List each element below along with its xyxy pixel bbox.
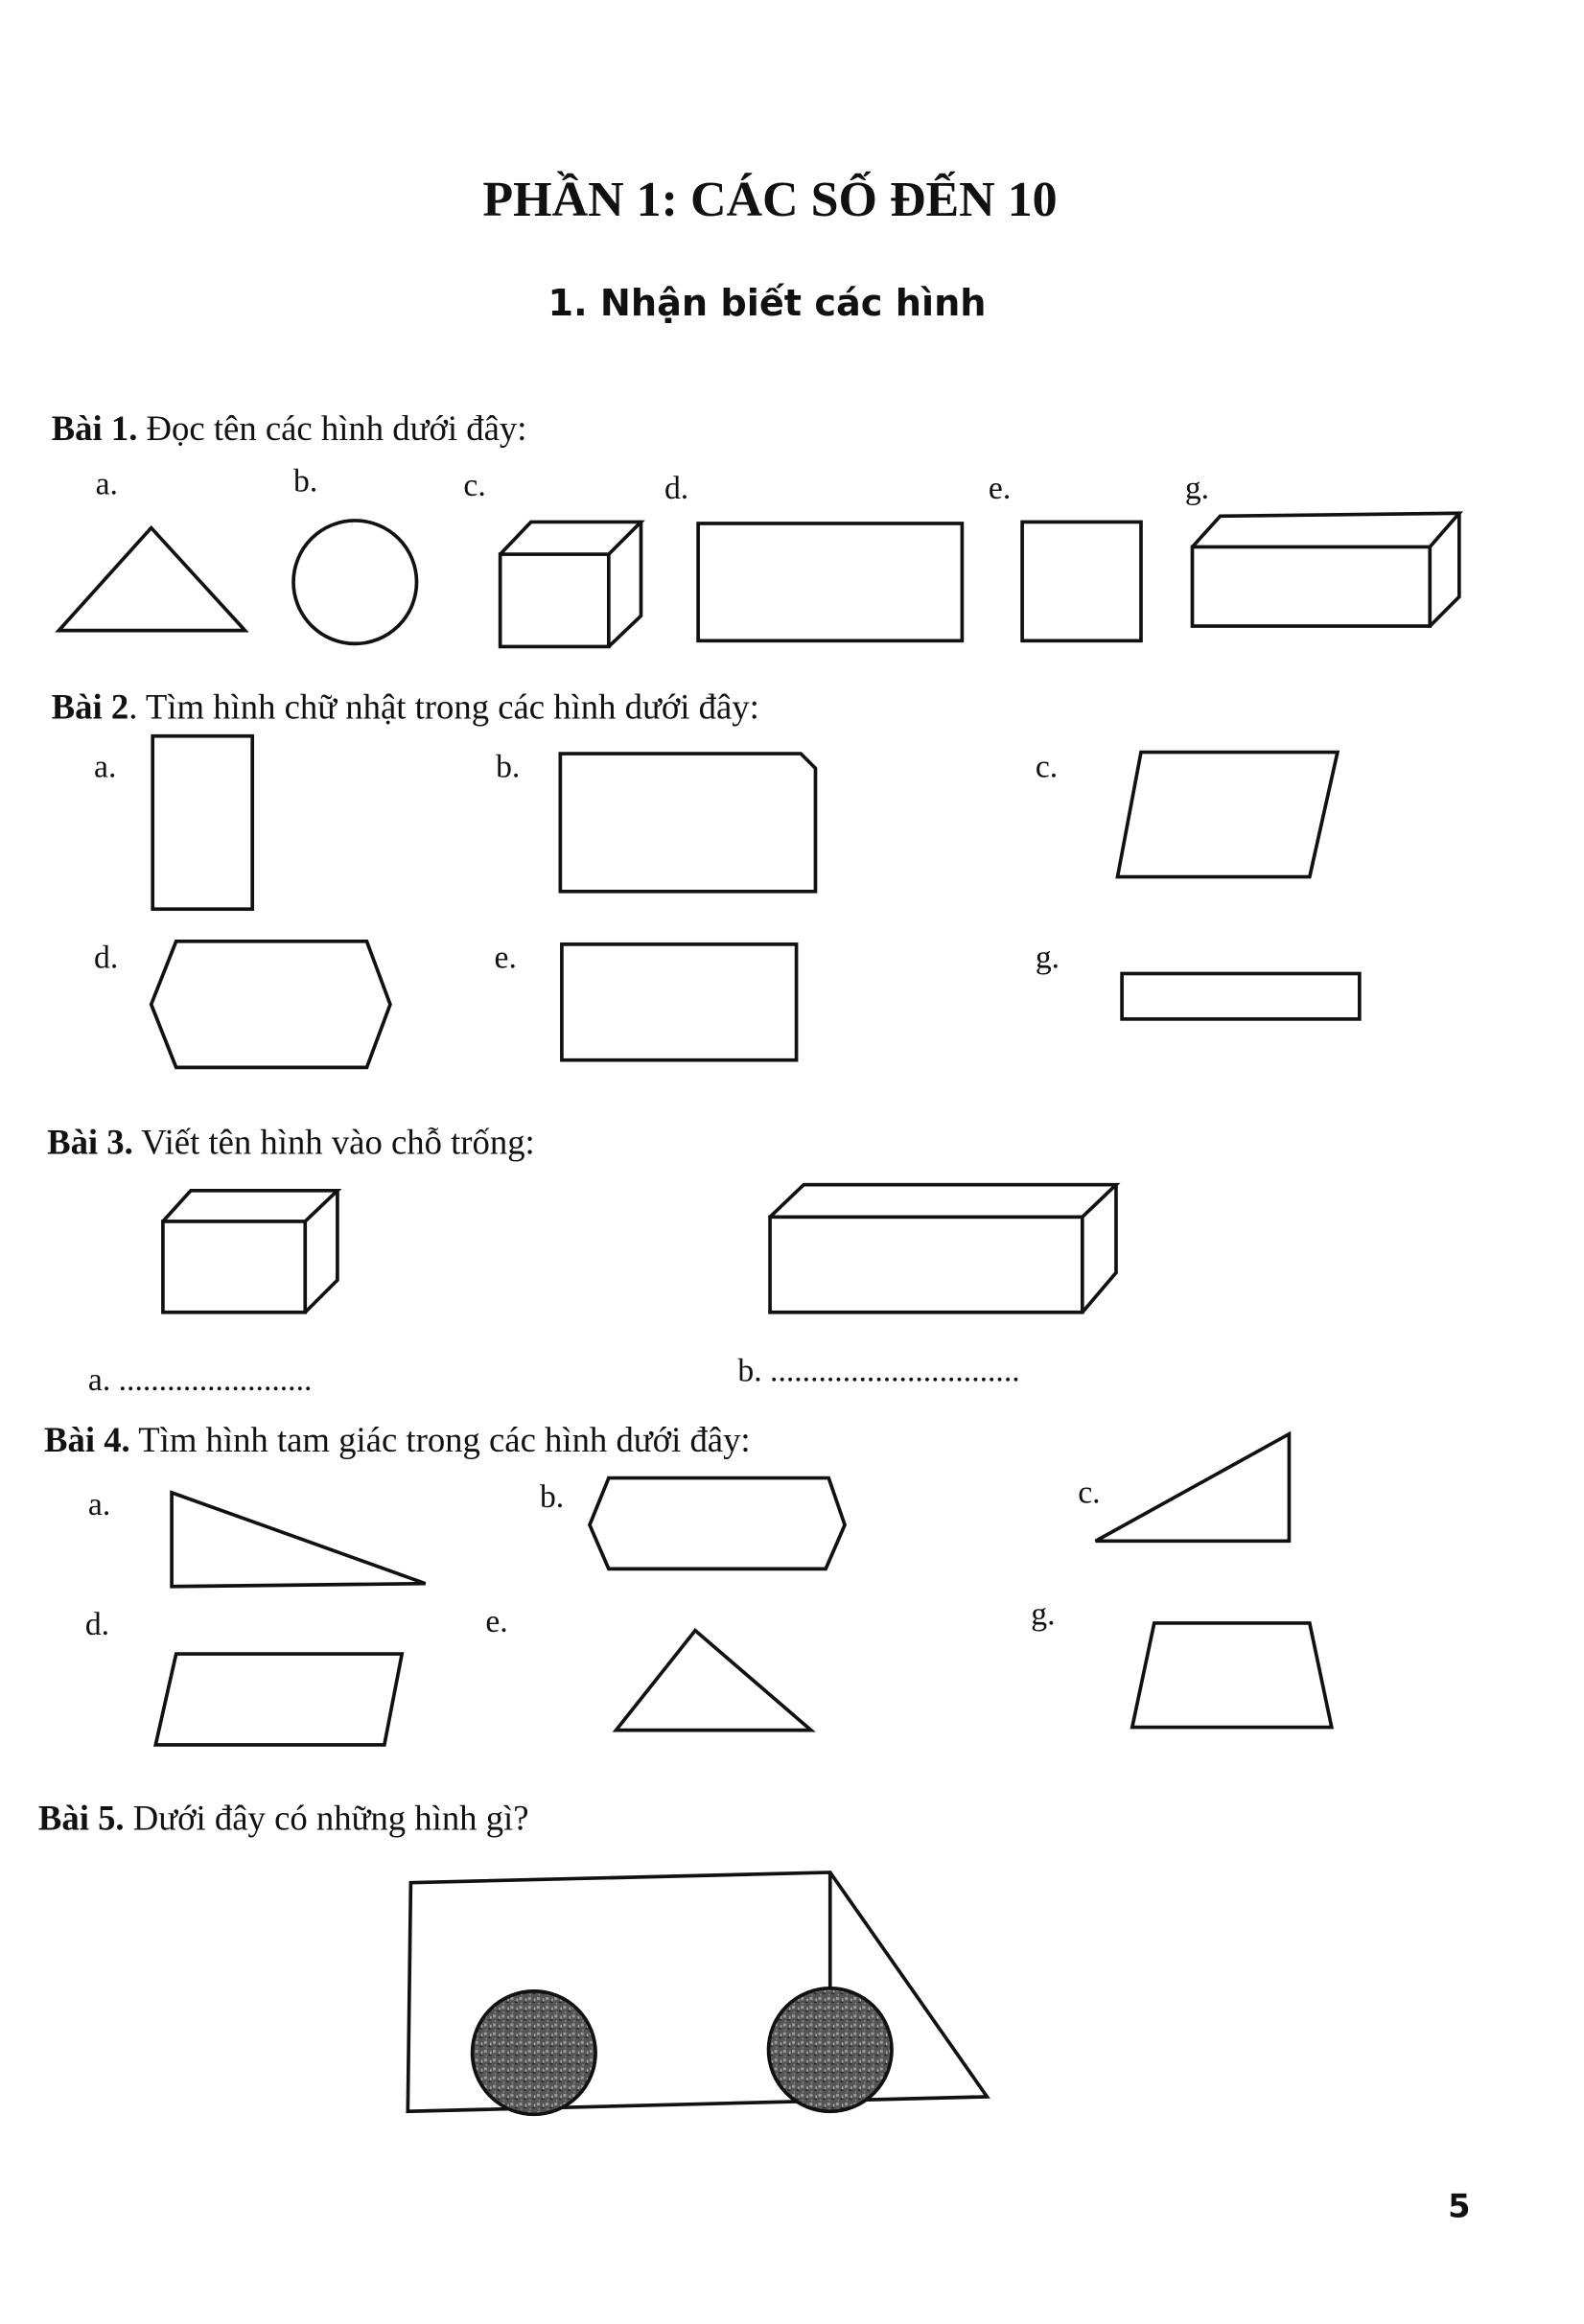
ex2-shape-d [149, 939, 392, 1070]
ex4-shape-a [170, 1490, 427, 1589]
ex2-shape-e [560, 942, 799, 1062]
ex3-blank-a[interactable]: a. ........................ [88, 1362, 313, 1398]
ex2-label-a: a. [94, 750, 116, 785]
ex3-box-b [768, 1182, 1121, 1314]
ex4-label-c: c. [1078, 1476, 1100, 1511]
ex2-shape-b [558, 752, 818, 894]
ex4-label-b: b. [540, 1479, 564, 1515]
section-subtitle: 1. Nhận biết các hình [547, 282, 986, 325]
exercise-1-heading: Bài 1. Đọc tên các hình dưới đây: [52, 408, 527, 448]
ex1-triangle [55, 524, 249, 633]
ex2-label-e: e. [495, 940, 517, 975]
ex5-wheel-left [470, 1989, 597, 2117]
ex4-shape-c [1094, 1430, 1292, 1544]
ex1-label-d: d. [664, 471, 688, 506]
exercise-5-heading: Bài 5. Dưới đây có những hình gì? [38, 1799, 529, 1838]
ex5-wheel-right [766, 1986, 894, 2114]
ex3-box-a [161, 1188, 342, 1314]
ex1-label-a: a. [96, 466, 118, 501]
ex3-blank-b[interactable]: b. ............................... [737, 1354, 1019, 1389]
ex4-shape-d [152, 1652, 405, 1747]
exercise-3-heading: Bài 3. Viết tên hình vào chỗ trống: [47, 1123, 535, 1162]
ex2-shape-a [151, 733, 255, 912]
ex1-cuboid [1190, 511, 1463, 628]
ex2-shape-g [1120, 971, 1362, 1021]
ex1-cube [498, 520, 645, 649]
ex1-rectangle [696, 522, 965, 643]
ex2-label-b: b. [496, 750, 520, 785]
ex1-label-c: c. [463, 468, 485, 503]
ex1-label-e: e. [989, 471, 1011, 506]
ex4-shape-g [1130, 1621, 1335, 1730]
ex1-circle [291, 519, 419, 646]
ex4-label-d: d. [85, 1607, 109, 1642]
page-title: PHẦN 1: CÁC SỐ ĐẾN 10 [482, 170, 1057, 227]
ex1-square [1020, 520, 1143, 643]
ex2-shape-c [1115, 750, 1340, 879]
ex2-label-g: g. [1036, 940, 1060, 975]
ex2-label-c: c. [1036, 750, 1058, 785]
ex4-shape-e [612, 1627, 816, 1732]
page-number: 5 [1448, 2187, 1470, 2224]
ex2-label-d: d. [94, 940, 118, 975]
exercise-4-heading: Bài 4. Tìm hình tam giác trong các hình … [44, 1420, 751, 1459]
ex4-label-g: g. [1031, 1597, 1055, 1633]
ex4-label-a: a. [88, 1487, 110, 1522]
ex1-label-b: b. [293, 463, 317, 499]
ex4-shape-b [587, 1476, 848, 1571]
ex4-label-e: e. [485, 1604, 507, 1639]
exercise-2-heading: Bài 2. Tìm hình chữ nhật trong các hình … [52, 686, 759, 726]
ex1-label-g: g. [1185, 471, 1209, 506]
ex5-truck-figure [406, 1871, 990, 2117]
